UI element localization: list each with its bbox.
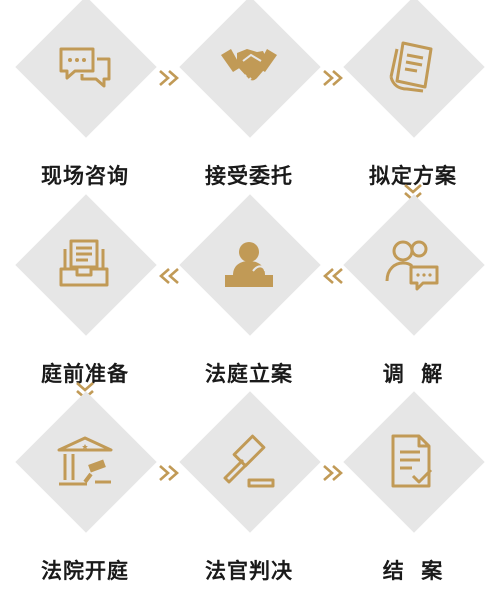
people-chat-icon [383, 235, 443, 295]
step-accept-commission: 接受委托 [179, 0, 321, 200]
handshake-icon [219, 37, 279, 97]
step-file-preparation: 庭前准备 [15, 194, 157, 398]
arrow-right [321, 463, 345, 483]
step-label: 结 案 [382, 559, 444, 583]
step-label: 庭前准备 [41, 362, 129, 386]
checked-document-icon [383, 432, 443, 492]
arrow-right [157, 463, 181, 483]
step-label: 拟定方案 [369, 164, 457, 188]
step-court-filing: 法庭立案 [179, 194, 321, 398]
step-label: 接受委托 [205, 164, 293, 188]
step-judgment: 法官判决 [179, 391, 321, 595]
step-mediation: 调 解 [343, 194, 485, 398]
arrow-right [157, 68, 181, 88]
arrow-left [157, 266, 181, 286]
document-plan-icon [383, 37, 443, 97]
arrow-right [321, 68, 345, 88]
step-consultation: 现场咨询 [15, 0, 157, 200]
step-label: 法官判决 [205, 559, 293, 583]
chat-bubbles-icon [55, 37, 115, 97]
step-case-closed: 结 案 [343, 391, 485, 595]
arrow-left [321, 266, 345, 286]
step-label: 法庭立案 [205, 362, 293, 386]
step-draft-plan: 拟定方案 [343, 0, 485, 200]
speaker-podium-icon [219, 235, 279, 295]
step-label: 法院开庭 [41, 559, 129, 583]
courthouse-icon [55, 432, 115, 492]
file-tray-icon [55, 235, 115, 295]
step-label: 现场咨询 [41, 164, 129, 188]
step-label: 调 解 [382, 362, 444, 386]
gavel-icon [219, 432, 279, 492]
step-court-session: 法院开庭 [15, 391, 157, 595]
